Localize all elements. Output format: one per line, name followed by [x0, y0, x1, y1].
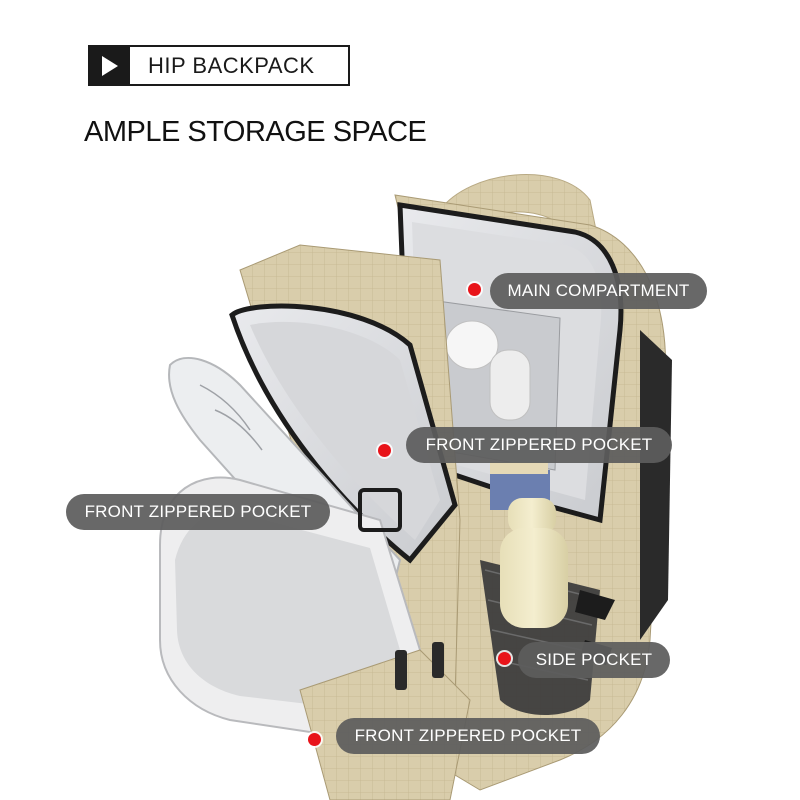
brand-title: HIP BACKPACK [148, 52, 315, 78]
callout-main-compartment: MAIN COMPARTMENT [490, 273, 707, 309]
brand-badge: HIP BACKPACK [88, 45, 350, 86]
marker-front-pocket-upper [378, 444, 391, 457]
callout-front-pocket-upper: FRONT ZIPPERED POCKET [406, 427, 672, 463]
callout-side-pocket: SIDE POCKET [518, 642, 670, 678]
callout-front-pocket-left: FRONT ZIPPERED POCKET [66, 494, 330, 530]
callout-front-pocket-bottom: FRONT ZIPPERED POCKET [336, 718, 600, 754]
page-headline: AMPLE STORAGE SPACE [84, 116, 427, 148]
play-triangle-icon [90, 47, 130, 84]
marker-main-compartment [468, 283, 481, 296]
marker-side-pocket [498, 652, 511, 665]
marker-front-pocket-bottom [308, 733, 321, 746]
